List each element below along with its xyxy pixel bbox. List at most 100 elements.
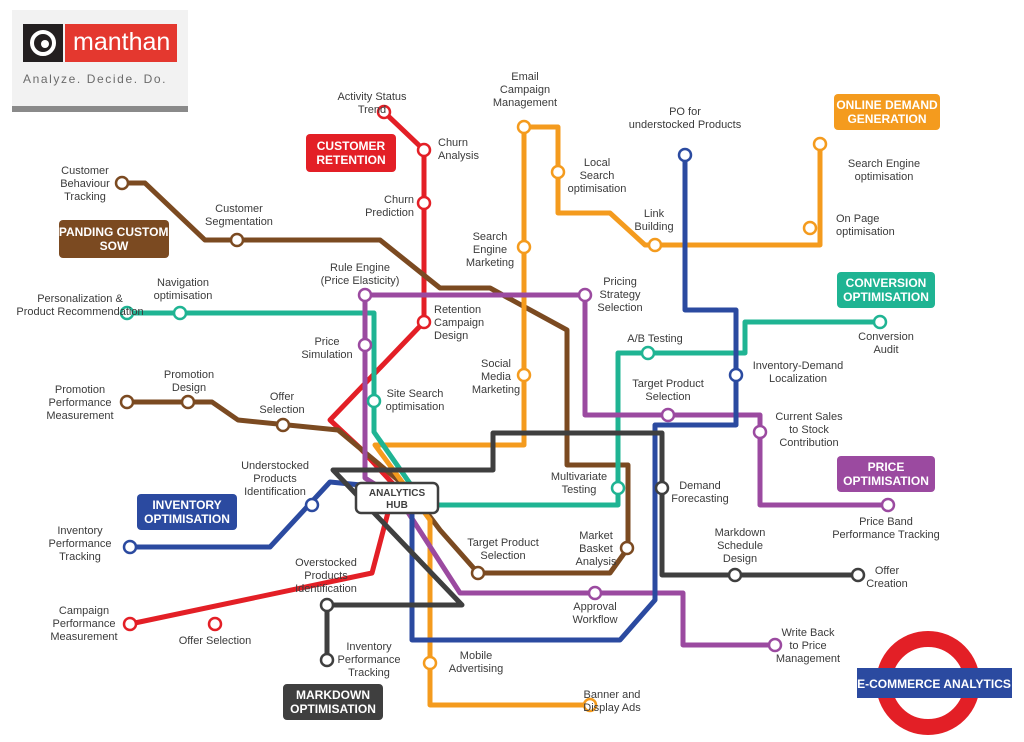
station-label-personalization: Personalization &Product Recommendation (16, 293, 143, 318)
station-promotion-design (180, 394, 196, 410)
station-write-back-price (767, 637, 783, 653)
station-target-product-selection (470, 565, 486, 581)
roundel-label: E-COMMERCE ANALYTICS (857, 677, 1011, 691)
station-site-search-optimisation (366, 393, 382, 409)
svg-text:SOW: SOW (100, 239, 129, 253)
svg-text:CUSTOMER: CUSTOMER (317, 139, 386, 153)
station-customer-behaviour-tracking (114, 175, 130, 191)
station-target-product-selection-conv (660, 407, 676, 423)
station-price-simulation (357, 337, 373, 353)
svg-text:ONLINE DEMAND: ONLINE DEMAND (836, 98, 938, 112)
station-ab-testing (640, 345, 656, 361)
logo-tagline: Analyze. Decide. Do. (23, 72, 168, 86)
station-churn-prediction (416, 195, 432, 211)
station-link-building (647, 237, 663, 253)
svg-text:ANALYTICS: ANALYTICS (369, 488, 426, 499)
station-demand-forecasting (654, 480, 670, 496)
station-search-engine-optimisation (812, 136, 828, 152)
price-optimisation-line-2 (362, 292, 778, 648)
conversion-optimisation-line (124, 310, 883, 508)
station-po-understocked (677, 147, 693, 163)
station-overstocked-identification (319, 597, 335, 613)
station-banner-display-ads (582, 697, 598, 713)
station-promotion-performance (119, 394, 135, 410)
station-social-media-marketing (516, 367, 532, 383)
svg-text:OPTIMISATION: OPTIMISATION (843, 290, 929, 304)
roundel-bar (857, 668, 1012, 698)
svg-text:CONVERSION: CONVERSION (846, 276, 927, 290)
station-understocked-identification (304, 497, 320, 513)
svg-text:INVENTORY: INVENTORY (152, 498, 221, 512)
roundel-icon: E-COMMERCE ANALYTICS (857, 631, 1012, 735)
station-email-campaign-management (516, 119, 532, 135)
station-retention-campaign-design (416, 314, 432, 330)
station-campaign-performance (122, 616, 138, 632)
station-multivariate-testing (610, 480, 626, 496)
station-offer-selection-top (275, 417, 291, 433)
logo-mark-icon (23, 24, 63, 62)
station-inventory-performance-tracking (319, 652, 335, 668)
station-current-sales-to-stock (752, 424, 768, 440)
station-rule-engine (357, 287, 373, 303)
svg-text:HUB: HUB (386, 500, 408, 511)
svg-text:PRICE: PRICE (868, 460, 905, 474)
station-on-page-optimisation (802, 220, 818, 236)
station-inventory-demand-localization (728, 367, 744, 383)
svg-text:OPTIMISATION: OPTIMISATION (843, 474, 929, 488)
station-churn-analysis (416, 142, 432, 158)
station-mobile-advertising (422, 655, 438, 671)
station-label-rule-engine: Rule Engine(Price Elasticity) (321, 262, 400, 287)
station-label-ab-testing: A/B Testing (627, 333, 682, 345)
station-customer-segmentation (229, 232, 245, 248)
svg-text:RETENTION: RETENTION (316, 153, 385, 167)
svg-text:MARKDOWN: MARKDOWN (296, 688, 370, 702)
station-inventory-performance-tracking-left (122, 539, 138, 555)
station-conversion-audit (872, 314, 888, 330)
svg-text:GENERATION: GENERATION (847, 112, 926, 126)
stations-layer (114, 104, 896, 713)
station-personalization (119, 305, 135, 321)
logo-wordmark: manthan (65, 24, 177, 62)
logo-card: manthan Analyze. Decide. Do. (12, 10, 188, 112)
